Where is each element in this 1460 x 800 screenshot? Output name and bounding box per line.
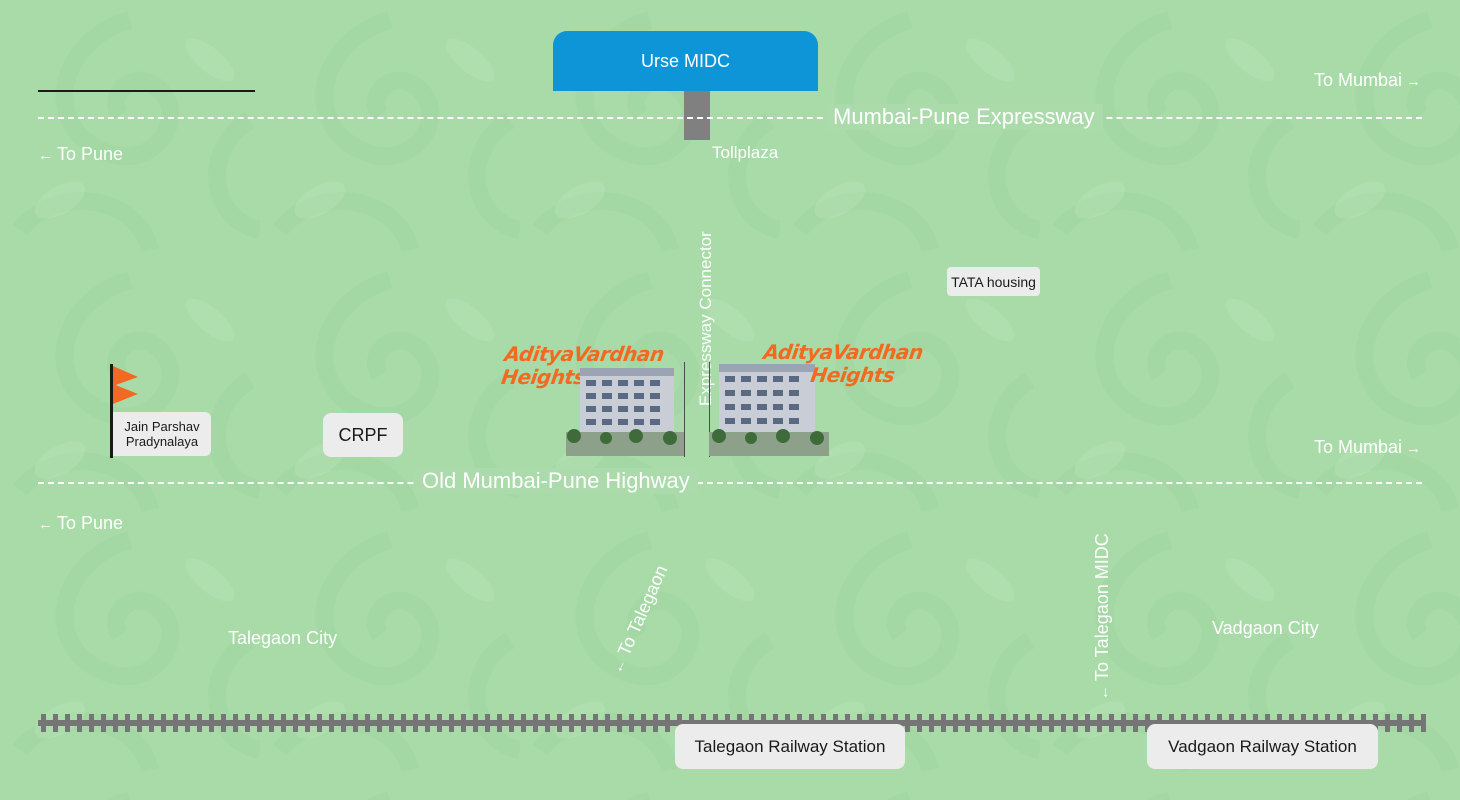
- talegaon-station-label: Talegaon Railway Station: [694, 736, 886, 756]
- vadgaon-city-label: Vadgaon City: [1212, 618, 1319, 638]
- building-icon: [566, 368, 684, 456]
- brand-right-line2: Heights: [809, 363, 897, 387]
- building-icon: [709, 364, 829, 456]
- talegaon-city-label: Talegaon City: [228, 628, 338, 648]
- flag-icon: [110, 364, 138, 458]
- vadgaon-station-label: Vadgaon Railway Station: [1168, 736, 1357, 756]
- expressway-to-mumbai: To Mumbai: [1314, 70, 1426, 92]
- expressway-to-pune: To Pune: [38, 144, 123, 166]
- urse-midc-label: Urse MIDC: [641, 50, 730, 71]
- highway-to-mumbai: To Mumbai: [1314, 437, 1426, 459]
- tollplaza-label: Tollplaza: [712, 143, 779, 162]
- connector-divider-right: [709, 362, 710, 457]
- project-brand-right: AdityaVardhan Heights: [759, 340, 925, 387]
- expressway-road: [38, 117, 1422, 119]
- crpf-label: CRPF: [338, 424, 388, 445]
- brand-right-line1: AdityaVardhan: [762, 340, 925, 364]
- railway-track: [38, 714, 1426, 732]
- crpf-box: CRPF: [323, 413, 403, 457]
- brand-left-line1: AdityaVardhan: [503, 342, 666, 366]
- connector-divider-left: [684, 362, 685, 457]
- urse-midc-sign: Urse MIDC: [553, 31, 818, 91]
- old-highway-road: [38, 482, 1422, 484]
- jain-parshav-box: Jain Parshav Pradynalaya: [113, 412, 211, 456]
- old-highway-label: Old Mumbai-Pune Highway: [414, 468, 698, 494]
- jain-parshav-line1: Jain Parshav: [124, 419, 200, 434]
- tata-housing-label: TATA housing: [951, 273, 1036, 290]
- expressway-label: Mumbai-Pune Expressway: [825, 104, 1103, 130]
- to-talegaon-midc-label: To Talegaon MIDC: [1092, 533, 1114, 700]
- talegaon-station-box: Talegaon Railway Station: [675, 724, 905, 769]
- jain-parshav-line2: Pradynalaya: [125, 434, 199, 449]
- tata-housing-box: TATA housing: [947, 267, 1040, 296]
- scale-bar: [38, 90, 255, 92]
- urse-midc-post: [684, 91, 710, 140]
- highway-to-pune: To Pune: [38, 513, 123, 535]
- vadgaon-station-box: Vadgaon Railway Station: [1147, 724, 1378, 769]
